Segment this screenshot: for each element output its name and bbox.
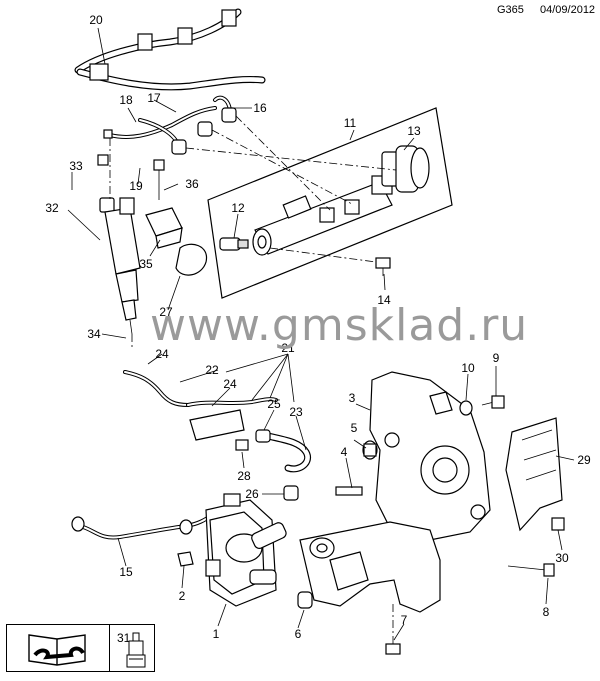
pump-bracket — [189, 409, 249, 451]
callout-21: 21 — [281, 341, 295, 355]
legend-number: 31 — [117, 631, 131, 645]
callout-36: 36 — [185, 177, 199, 191]
callout-5: 5 — [351, 421, 358, 435]
sealant-tube-icon — [126, 632, 146, 668]
callout-17: 17 — [147, 91, 161, 105]
fuel-rail — [252, 175, 393, 256]
callout-15: 15 — [119, 565, 133, 579]
legend-divider — [109, 625, 110, 671]
pressure-regulator — [381, 145, 430, 193]
small-clip — [97, 129, 113, 166]
callout-19: 19 — [129, 179, 143, 193]
return-lines — [108, 95, 237, 155]
book-wrench-icon — [28, 634, 86, 666]
feed-pipe — [71, 513, 214, 540]
bushing-6 — [297, 591, 313, 609]
hp-pipe-24 — [186, 397, 278, 407]
injector-clamp — [145, 207, 183, 249]
hp-hose-23 — [255, 429, 311, 473]
bolt-9 — [481, 395, 505, 409]
legend-box: 31 — [6, 624, 155, 672]
rail-bolt — [375, 257, 391, 276]
hp-pipe-22 — [123, 370, 190, 407]
callout-22: 22 — [205, 363, 219, 377]
callout-labels: 20 11 13 12 14 16 17 18 19 36 33 32 35 2… — [45, 13, 591, 641]
callout-35: 35 — [139, 257, 153, 271]
callout-10: 10 — [461, 361, 475, 375]
callout-20: 20 — [89, 13, 103, 27]
diagram-code: G365 — [497, 4, 524, 16]
bolt-7 — [385, 636, 401, 655]
callout-7: 7 — [401, 613, 408, 627]
callout-4: 4 — [341, 445, 348, 459]
rail-pressure-sensor — [219, 237, 249, 251]
callout-28: 28 — [237, 469, 251, 483]
pump-nut — [177, 551, 194, 567]
clamp-26 — [283, 485, 299, 501]
heat-shield — [505, 417, 563, 532]
diagram-date: 04/09/2012 — [540, 4, 596, 16]
grommet-5 — [362, 440, 378, 460]
watermark: www.gmsklad.ru — [150, 300, 529, 351]
callout-29: 29 — [577, 453, 591, 467]
callout-27: 27 — [159, 305, 173, 319]
callout-6: 6 — [295, 627, 302, 641]
leader-lines — [67, 27, 575, 641]
hp-pump — [205, 493, 287, 607]
callout-24a: 24 — [155, 347, 169, 361]
callout-24b: 24 — [223, 377, 237, 391]
callout-11: 11 — [344, 116, 357, 130]
callout-18: 18 — [119, 93, 133, 107]
callout-30: 30 — [555, 551, 569, 565]
callout-32: 32 — [45, 201, 59, 215]
callout-14: 14 — [377, 293, 391, 307]
callout-34: 34 — [87, 327, 101, 341]
callout-1: 1 — [213, 627, 220, 641]
injector — [99, 197, 141, 335]
fuel-rail-frame — [207, 107, 453, 299]
mount-bracket — [299, 521, 441, 613]
injector-harness — [74, 8, 266, 91]
callout-26: 26 — [245, 487, 259, 501]
bolt-30 — [551, 517, 565, 531]
callout-25: 25 — [267, 397, 281, 411]
callout-23: 23 — [289, 405, 303, 419]
callout-8: 8 — [543, 605, 550, 619]
callout-16: 16 — [253, 101, 267, 115]
injector-seal — [175, 243, 208, 276]
callout-2: 2 — [179, 589, 186, 603]
injector-bolt — [153, 159, 165, 200]
mount-stud — [335, 486, 363, 496]
bolt-8 — [507, 563, 555, 577]
callout-12: 12 — [231, 201, 245, 215]
engine-bracket — [369, 371, 491, 541]
callout-33: 33 — [69, 159, 83, 173]
callout-9: 9 — [493, 351, 500, 365]
washer-10 — [459, 400, 473, 416]
callout-13: 13 — [407, 124, 421, 138]
callout-3: 3 — [349, 391, 356, 405]
